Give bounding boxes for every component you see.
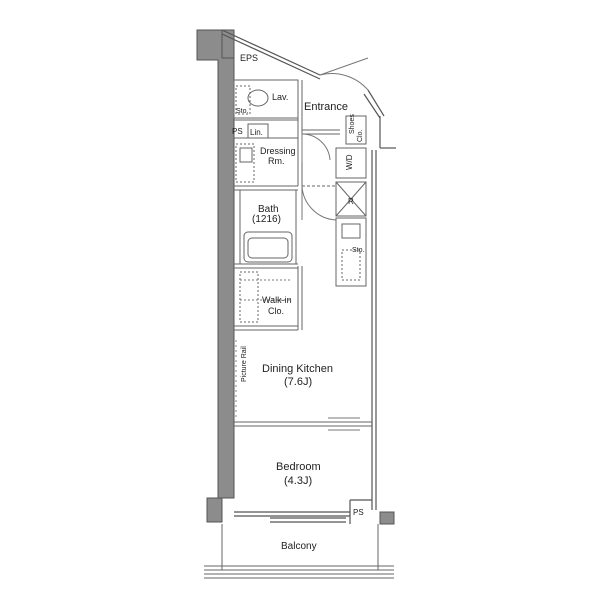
fixtures [235,85,361,323]
label-bedroom: Bedroom [276,461,321,473]
label-sto-kitchen: Sto. [352,247,365,254]
label-lin: Lin. [250,128,263,137]
label-shoes: Shoes [349,114,356,134]
label-bath: Bath [258,204,279,215]
balcony-outline [204,524,394,579]
label-dressing-rm: Rm. [268,156,285,166]
label-bath-size: (1216) [252,214,281,225]
label-r: R [348,197,354,206]
label-sto-lav: Sto. [236,108,249,115]
label-picture-rail: Picture Rail [241,346,248,382]
label-shoes-clo: Clo. [357,129,364,142]
room-labels: EPS Lav. Sto. Entrance Shoes Clo. PS Lin… [232,53,365,552]
outer-walls [221,29,396,524]
structural-walls [196,29,395,525]
label-bedroom-size: (4.3J) [284,475,312,487]
label-balcony: Balcony [281,541,317,552]
label-walkin-clo: Clo. [268,306,284,316]
sliding-doors [240,279,360,431]
label-lav: Lav. [272,92,288,102]
label-dressing: Dressing [260,146,296,156]
label-walkin: Walk-in [262,295,292,305]
label-ps-top: PS [232,127,243,136]
label-eps: EPS [240,53,258,63]
door-swings [301,57,369,221]
interior-walls [233,79,372,427]
label-dining: Dining Kitchen [262,363,333,375]
label-ps-bottom: PS [353,508,364,517]
label-entrance: Entrance [304,101,348,113]
label-dining-size: (7.6J) [284,376,312,388]
label-wd: W/D [345,154,354,170]
